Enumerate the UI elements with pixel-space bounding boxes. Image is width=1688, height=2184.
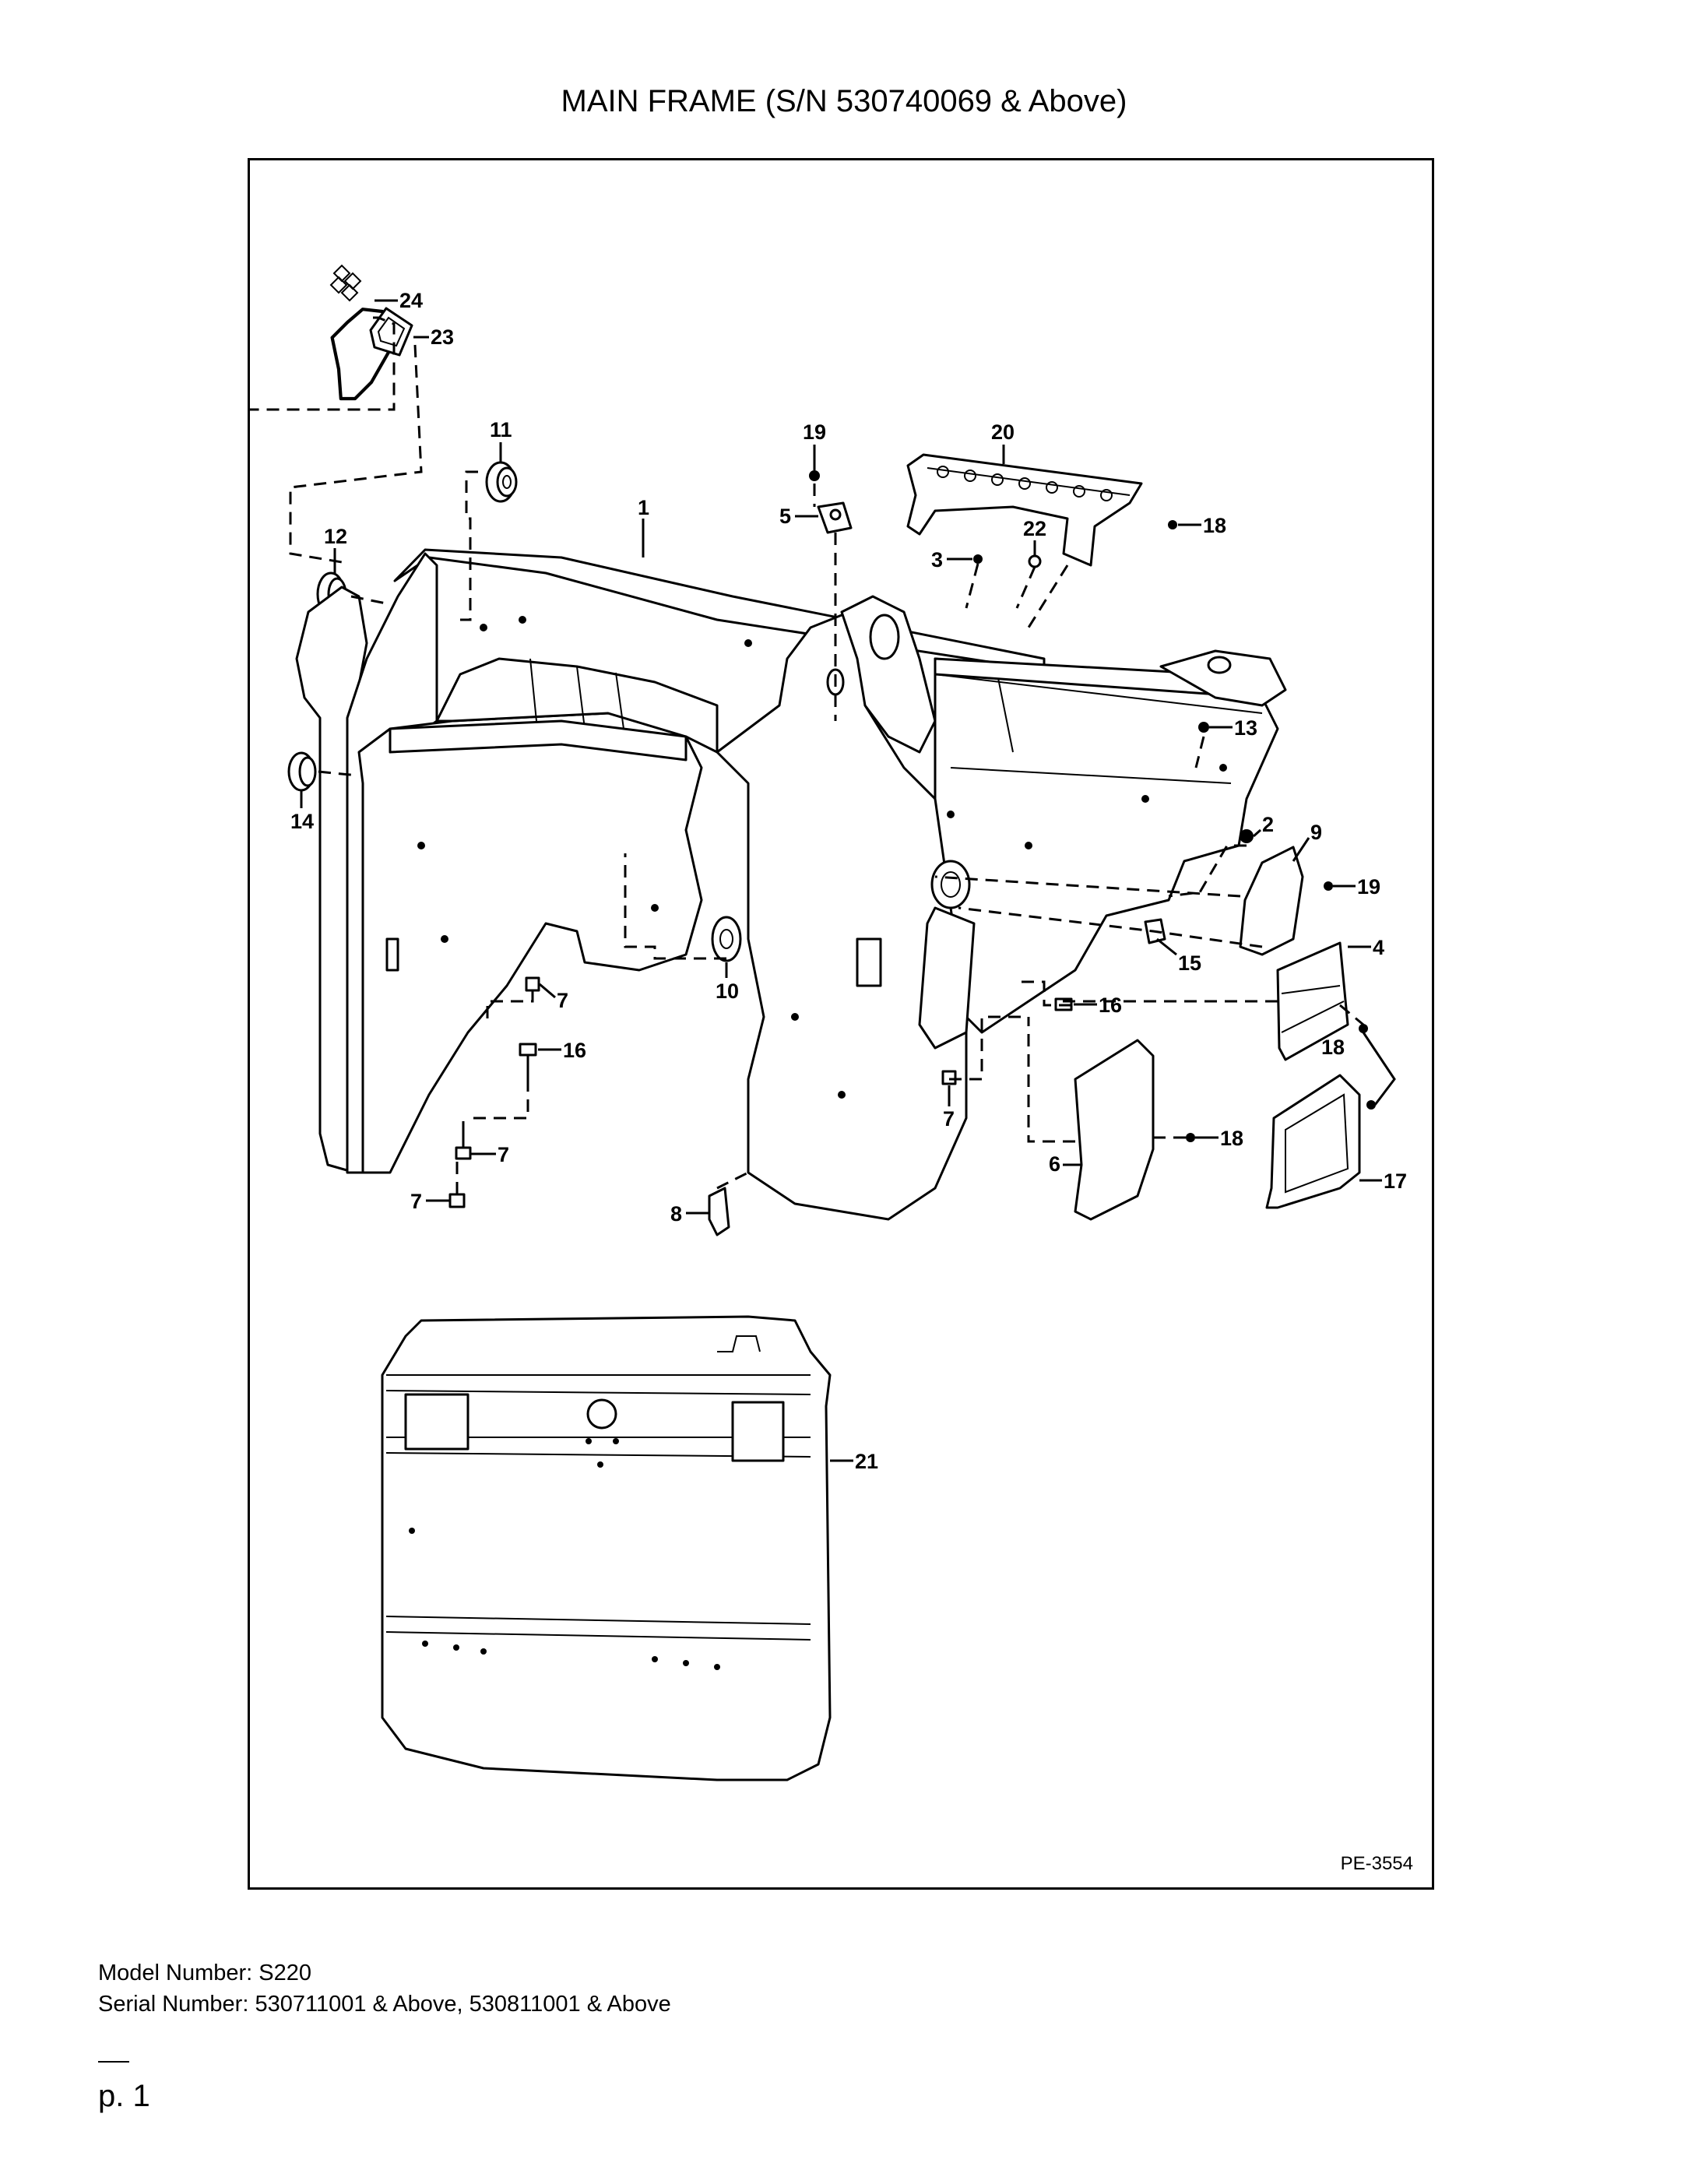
callout-7-bottom: 7 <box>410 1190 422 1213</box>
part-17-access-cover <box>1265 1074 1361 1209</box>
part-22-washer <box>1028 554 1042 568</box>
callout-6: 6 <box>1049 1152 1060 1176</box>
callout-4: 4 <box>1373 936 1384 959</box>
callout-16-left: 16 <box>563 1039 586 1062</box>
callout-17: 17 <box>1384 1169 1407 1193</box>
part-7-bolt-low <box>455 1134 472 1160</box>
callout-10: 10 <box>716 979 739 1003</box>
callout-23: 23 <box>431 325 454 349</box>
part-11-bushing <box>485 461 518 503</box>
leader-9 <box>1292 837 1310 862</box>
callout-24: 24 <box>399 289 423 312</box>
callout-8: 8 <box>670 1202 682 1226</box>
callout-1: 1 <box>638 496 649 519</box>
part-3-bolt <box>973 554 983 564</box>
part-4-cover-plate <box>1276 941 1349 1061</box>
callout-7-right: 7 <box>943 1107 955 1131</box>
callout-7-low: 7 <box>498 1143 509 1166</box>
callout-11: 11 <box>490 418 512 441</box>
page-rule <box>98 2061 129 2063</box>
leader-7-upper <box>539 983 556 999</box>
callout-19-right: 19 <box>1357 875 1380 899</box>
part-5-bracket <box>817 501 853 534</box>
callout-18-right: 18 <box>1321 1036 1345 1059</box>
callout-2: 2 <box>1262 813 1274 836</box>
part-7-nut-upper <box>525 976 540 992</box>
callout-7-upper: 7 <box>557 989 568 1012</box>
callout-16-right: 16 <box>1099 994 1122 1017</box>
part-14-bushing <box>287 751 317 792</box>
part-2-nut <box>1240 829 1254 843</box>
part-19-bolt-right <box>1324 881 1333 891</box>
part-18-bolt-top <box>1168 520 1177 529</box>
callout-22: 22 <box>1023 517 1046 540</box>
drawing-code: PE-3554 <box>1340 1853 1413 1874</box>
model-number: Model Number: S220 <box>98 1961 312 1985</box>
part-7-nut-right <box>941 1070 957 1085</box>
part-20-mounting-plate <box>906 453 1143 567</box>
callout-5: 5 <box>779 505 791 528</box>
leader-15 <box>1156 937 1177 956</box>
callout-9: 9 <box>1310 821 1322 844</box>
callout-18-top: 18 <box>1203 514 1226 537</box>
callout-21: 21 <box>855 1450 878 1473</box>
part-13-bolt <box>1198 722 1209 733</box>
part-10-bushing <box>711 916 742 962</box>
callout-18-panel: 18 <box>1220 1127 1243 1150</box>
callout-14: 14 <box>290 810 314 833</box>
part-9-cover-plate <box>1239 846 1304 956</box>
part-19-bolt-top <box>809 470 820 481</box>
page-title: MAIN FRAME (S/N 530740069 & Above) <box>561 84 1127 118</box>
serial-number: Serial Number: 530711001 & Above, 530811… <box>98 1992 671 2017</box>
part-18-bolt-panel <box>1186 1133 1195 1142</box>
callout-20: 20 <box>991 420 1015 444</box>
leader-2 <box>1253 828 1261 838</box>
callout-12: 12 <box>324 525 347 548</box>
exploded-parts-diagram: 24 23 11 12 14 1 5 19 20 18 22 3 13 2 9 … <box>250 264 1407 1781</box>
part-7-nut-bottom <box>448 1193 466 1208</box>
part-21-floor-panel <box>381 1315 832 1781</box>
part-6-side-panel <box>1074 1039 1155 1221</box>
part-23-gasket <box>369 307 413 357</box>
part-1-main-frame <box>295 548 1287 1221</box>
callout-13: 13 <box>1234 716 1257 740</box>
callout-3: 3 <box>931 548 943 571</box>
part-8-bracket <box>708 1187 730 1236</box>
callout-19-top: 19 <box>803 420 826 444</box>
part-18-bolt-right-lower <box>1366 1100 1376 1110</box>
part-18-bolt-right-upper <box>1359 1024 1368 1033</box>
part-16-bolt-left <box>519 1043 537 1079</box>
page-number: p. 1 <box>98 2079 150 2113</box>
diagram-frame: 24 23 11 12 14 1 5 19 20 18 22 3 13 2 9 … <box>248 158 1434 1890</box>
callout-15: 15 <box>1178 951 1201 975</box>
